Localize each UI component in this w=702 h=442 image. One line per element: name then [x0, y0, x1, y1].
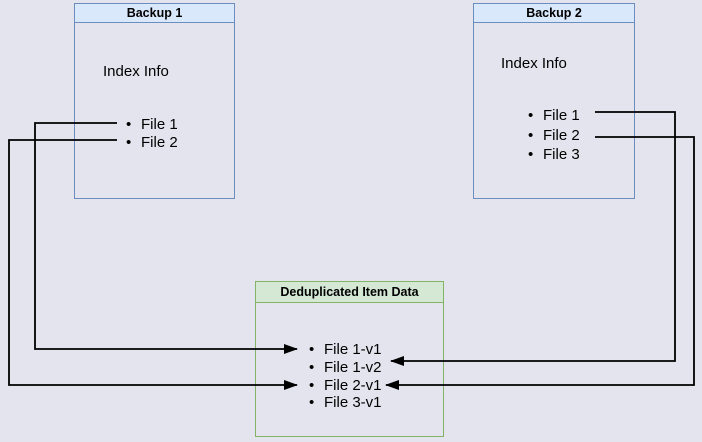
bullet-icon: •: [309, 359, 315, 377]
node-backup-2: Backup 2 Index Info • File 1 • File 2 • …: [473, 3, 635, 199]
bullet-icon: •: [528, 146, 534, 164]
list-item: • File 1: [528, 107, 580, 125]
node-deduplicated-item-data: Deduplicated Item Data • File 1-v1 • Fil…: [255, 281, 444, 437]
list-item: • File 1-v2: [309, 359, 382, 377]
bullet-icon: •: [309, 341, 315, 359]
node-backup-1: Backup 1 Index Info • File 1 • File 2: [74, 3, 235, 199]
bullet-icon: •: [126, 115, 132, 133]
bullet-icon: •: [309, 394, 315, 412]
bullet-icon: •: [309, 376, 315, 394]
backup-2-file-list: • File 1 • File 2 • File 3: [528, 106, 580, 165]
backup-2-index-info-label: Index Info: [501, 55, 567, 72]
list-item: • File 3-v1: [309, 394, 382, 412]
bullet-icon: •: [126, 133, 132, 151]
node-backup-1-title: Backup 1: [75, 4, 234, 23]
list-item: • File 2-v1: [309, 376, 382, 394]
list-item: • File 2: [126, 133, 178, 151]
list-item: • File 3: [528, 146, 580, 164]
dedup-file-list: • File 1-v1 • File 1-v2 • File 2-v1 • Fi…: [309, 341, 382, 412]
list-item: • File 2: [528, 126, 580, 144]
list-item: • File 1-v1: [309, 341, 382, 359]
backup-1-file-list: • File 1 • File 2: [126, 115, 178, 151]
node-backup-2-title: Backup 2: [474, 4, 634, 23]
bullet-icon: •: [528, 126, 534, 144]
list-item: • File 1: [126, 115, 178, 133]
bullet-icon: •: [528, 107, 534, 125]
backup-1-index-info-label: Index Info: [103, 63, 169, 80]
node-dedup-title: Deduplicated Item Data: [256, 282, 443, 303]
